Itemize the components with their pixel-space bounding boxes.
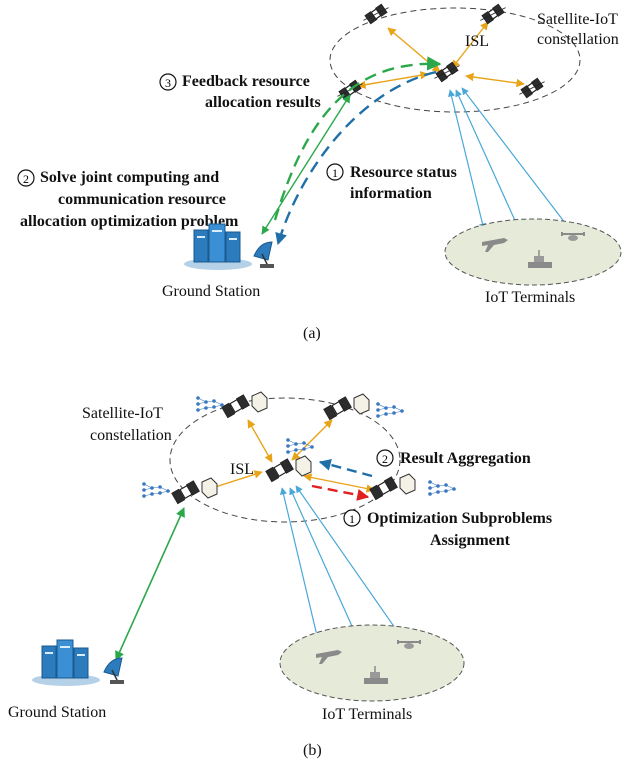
step2-label: allocation optimization problem bbox=[20, 213, 239, 230]
dish-antenna-icon bbox=[253, 241, 275, 269]
panel-b: ISL Satellite-IoT constellation 2 Result… bbox=[8, 391, 552, 759]
dish-antenna-icon bbox=[103, 657, 125, 685]
constellation-label: Satellite-IoT bbox=[537, 11, 618, 28]
step1-label: Resource status bbox=[350, 164, 457, 181]
constellation-label: constellation bbox=[90, 427, 172, 444]
ground-link bbox=[115, 507, 185, 661]
neural-network-icon bbox=[427, 479, 457, 497]
satellite-icon bbox=[362, 3, 390, 25]
satellite-icon bbox=[369, 473, 416, 501]
satellite-icon bbox=[323, 393, 370, 421]
downlinks bbox=[279, 485, 403, 645]
isl-label: ISL bbox=[465, 33, 489, 50]
panel-a: ISL Satellite-IoT constellation 3 Feedba… bbox=[17, 3, 622, 342]
neural-network-icon bbox=[195, 395, 225, 413]
isl-links bbox=[205, 419, 375, 493]
satellite-icon bbox=[265, 455, 312, 483]
constellation-label: constellation bbox=[537, 31, 619, 48]
satellite-icon bbox=[518, 77, 546, 99]
caption-b: (b) bbox=[303, 742, 322, 759]
satellite-icon bbox=[221, 391, 268, 419]
aggregation-arrow bbox=[318, 459, 373, 478]
neural-network-icon bbox=[375, 401, 405, 419]
step-number: 1 bbox=[332, 166, 338, 180]
step2-label: communication resource bbox=[58, 191, 226, 208]
iot-terminal-area bbox=[444, 218, 622, 286]
ground-station-label: Ground Station bbox=[162, 283, 260, 300]
server-rack-icon bbox=[183, 223, 253, 271]
step-number: 2 bbox=[23, 172, 29, 186]
iot-terminals-label: IoT Terminals bbox=[322, 706, 412, 723]
step2-label: Solve joint computing and bbox=[40, 169, 219, 186]
step-number-circle bbox=[17, 169, 35, 187]
step1-label: Optimization Subproblems bbox=[367, 510, 552, 527]
satellite-icon bbox=[171, 477, 218, 505]
satellite-icon bbox=[479, 3, 507, 25]
step3-label: Feedback resource bbox=[182, 73, 310, 90]
step-number: 1 bbox=[349, 512, 355, 526]
iot-terminal-area bbox=[279, 624, 465, 702]
iot-terminals-label: IoT Terminals bbox=[485, 289, 575, 306]
step3-label: allocation results bbox=[205, 94, 321, 111]
downlinks bbox=[448, 87, 573, 237]
step1-label: information bbox=[350, 185, 432, 202]
step-number-circle bbox=[159, 73, 177, 91]
isl-label: ISL bbox=[230, 461, 254, 478]
server-rack-icon bbox=[31, 639, 101, 687]
constellation-label: Satellite-IoT bbox=[82, 405, 163, 422]
step-number-circle bbox=[326, 163, 344, 181]
step-number: 2 bbox=[382, 452, 388, 466]
ground-station-label: Ground Station bbox=[8, 704, 106, 721]
satellite-icon bbox=[433, 61, 461, 83]
step-number: 3 bbox=[165, 76, 171, 90]
step2-label: Result Aggregation bbox=[400, 450, 531, 467]
neural-network-icon bbox=[141, 481, 171, 499]
ground-link bbox=[261, 94, 351, 235]
step-number-circle bbox=[376, 449, 394, 467]
caption-a: (a) bbox=[303, 325, 321, 342]
step1-label: Assignment bbox=[430, 532, 511, 549]
